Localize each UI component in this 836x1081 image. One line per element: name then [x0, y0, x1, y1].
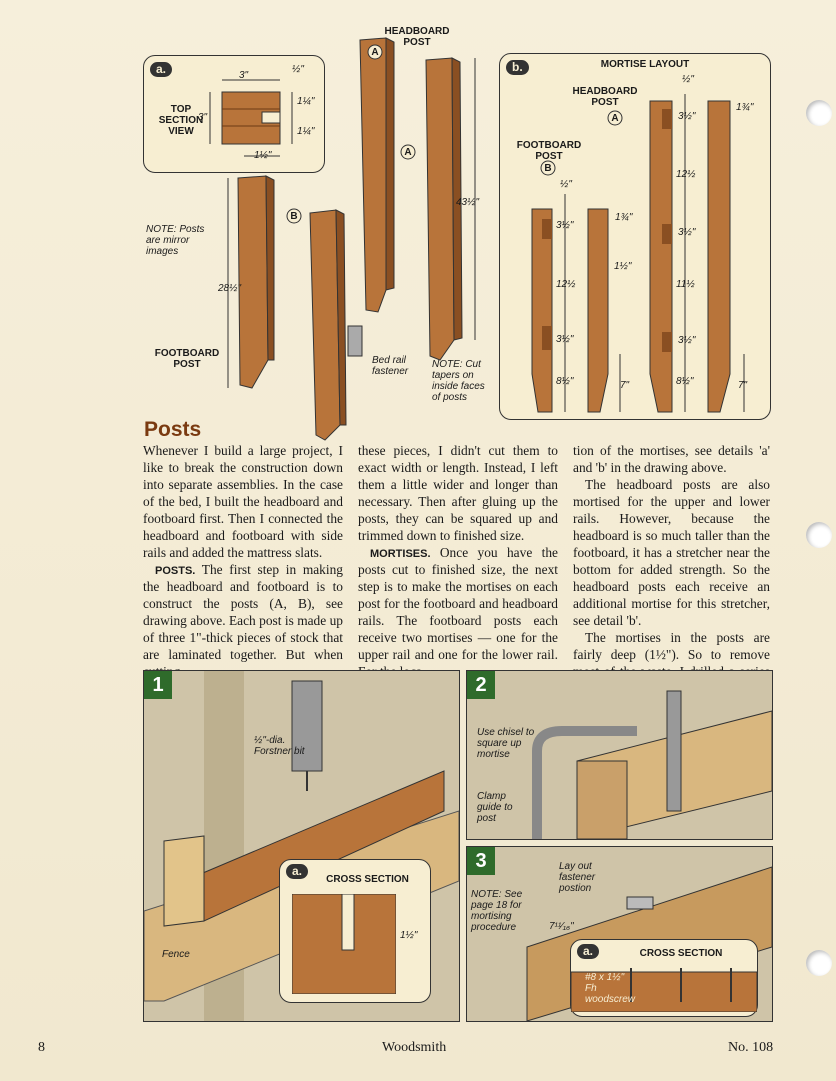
dim: 7" [738, 380, 748, 391]
runin-heading: MORTISES. [370, 548, 431, 560]
dim: 1¾" [736, 102, 754, 113]
chisel-label: Use chisel to square up mortise [477, 727, 535, 760]
inset-title: CROSS SECTION [639, 948, 723, 959]
detail-b-mortise-layout: b. MORTISE LAYOUT HEADBOARD POST FOOTBOA… [499, 53, 771, 420]
dim-height: 3" [198, 112, 208, 123]
paragraph: Whenever I build a large project, I like… [143, 443, 343, 560]
inset-title: CROSS SECTION [326, 874, 409, 885]
note-mirror-images: NOTE: Posts are mirror images [146, 224, 205, 257]
clamp-guide-label: Clamp guide to post [477, 791, 513, 824]
dim: 3½" [556, 220, 574, 231]
callout-b: B [290, 211, 298, 222]
issue-number: No. 108 [728, 1040, 774, 1055]
step-1-photo: 1 ½"-dia. Forstner bit Fence a. CROSS SE… [143, 670, 460, 1022]
step-number: 1 [144, 671, 172, 699]
fence-label: Fence [162, 949, 190, 960]
dim: 11½ [676, 279, 695, 290]
dim: 1¾" [615, 212, 633, 223]
article-column-1: Whenever I build a large project, I like… [143, 442, 343, 680]
detail-b-callout-b: B [544, 163, 552, 174]
detail-b-footboard-label: FOOTBOARD POST [516, 140, 582, 162]
dim: 8½" [556, 376, 574, 387]
dim: 12½ [676, 169, 696, 180]
dim: 1½" [614, 261, 632, 272]
dim-upper: 1¼" [297, 96, 315, 107]
post-cross-section-drawing [209, 79, 293, 157]
dim: 3½" [678, 227, 696, 238]
dim-43-5: 43½" [456, 197, 480, 208]
fastener-dim: 7¹¹⁄₁₆" [549, 921, 574, 932]
cross-section-inset: a. CROSS SECTION #8 x 1½" Fh woodscrew [570, 939, 758, 1017]
callout-a-top: A [371, 47, 379, 58]
dim: 8½" [676, 376, 694, 387]
mortise-layout-title: MORTISE LAYOUT [600, 59, 690, 70]
paragraph: The headboard posts are also mortised fo… [573, 477, 770, 628]
runin-heading: POSTS. [155, 565, 196, 577]
dim-offset: ½" [292, 64, 304, 75]
dim: 12½ [556, 279, 576, 290]
paragraph-text: The first step in making the headboard a… [143, 562, 343, 679]
binder-hole [806, 522, 832, 548]
inset-badge: a. [286, 864, 309, 879]
article-column-3: tion of the mortises, see details 'a' an… [573, 442, 770, 697]
binder-hole [806, 950, 832, 976]
note-tapers: NOTE: Cut tapers on inside faces of post… [432, 359, 485, 403]
step-number: 3 [467, 847, 495, 875]
paragraph: these pieces, I didn't cut them to exact… [358, 443, 558, 543]
headboard-post-label: HEADBOARD POST [384, 26, 450, 48]
article-column-2: these pieces, I didn't cut them to exact… [358, 442, 558, 680]
dim: ½" [560, 179, 572, 190]
dim-depth: 1½" [254, 150, 272, 161]
chisel-illustration [467, 671, 772, 839]
dim: 3½" [556, 334, 574, 345]
detail-a-top-section: a. TOP SECTION VIEW 3" ½" 1¼" 3" 1¼" 1½" [143, 55, 325, 173]
detail-b-callout-a: A [611, 113, 619, 124]
dim: ½" [682, 74, 694, 85]
dim-width: 3" [239, 70, 249, 81]
inset-drawing [292, 894, 396, 994]
detail-b-headboard-label: HEADBOARD POST [572, 86, 638, 108]
view-label: TOP SECTION VIEW [158, 104, 204, 137]
page-number: 8 [38, 1040, 45, 1055]
paragraph-text: Once you have the posts cut to finished … [358, 545, 558, 679]
step-2-photo: 2 Use chisel to square up mortise Clamp … [466, 670, 773, 840]
detail-badge: b. [506, 60, 529, 75]
cross-section-inset: a. CROSS SECTION 1½" [279, 859, 431, 1003]
step-number: 2 [467, 671, 495, 699]
posts-exploded-drawing [227, 37, 476, 441]
paragraph: tion of the mortises, see details 'a' an… [573, 443, 770, 475]
dim: 7" [620, 380, 630, 391]
inset-drawing [571, 968, 757, 1012]
step-3-photo: 3 Lay out fastener postion NOTE: See pag… [466, 846, 773, 1022]
detail-badge: a. [150, 62, 173, 77]
mortise-layout-drawing [531, 94, 745, 413]
binder-hole [806, 100, 832, 126]
dim: 3½" [678, 335, 696, 346]
paragraph: MORTISES. Once you have the posts cut to… [358, 544, 558, 680]
footboard-post-label: FOOTBOARD POST [154, 348, 220, 370]
bed-rail-fastener-label: Bed rail fastener [372, 355, 409, 377]
inset-dim: 1½" [400, 930, 418, 941]
dim-lower: 1¼" [297, 126, 315, 137]
layout-fastener-label: Lay out fastener postion [559, 861, 596, 894]
dim: 3½" [678, 111, 696, 122]
dim-28-5: 28½" [218, 283, 242, 294]
mortising-note: NOTE: See page 18 for mortising procedur… [471, 889, 523, 933]
paragraph: POSTS. The first step in making the head… [143, 561, 343, 680]
magazine-name: Woodsmith [382, 1040, 447, 1055]
screw-label: #8 x 1½" Fh woodscrew [585, 972, 636, 1005]
callout-a-mid: A [404, 147, 412, 158]
section-heading: Posts [144, 418, 202, 441]
forstner-bit-label: ½"-dia. Forstner bit [254, 735, 305, 757]
inset-badge: a. [577, 944, 600, 959]
